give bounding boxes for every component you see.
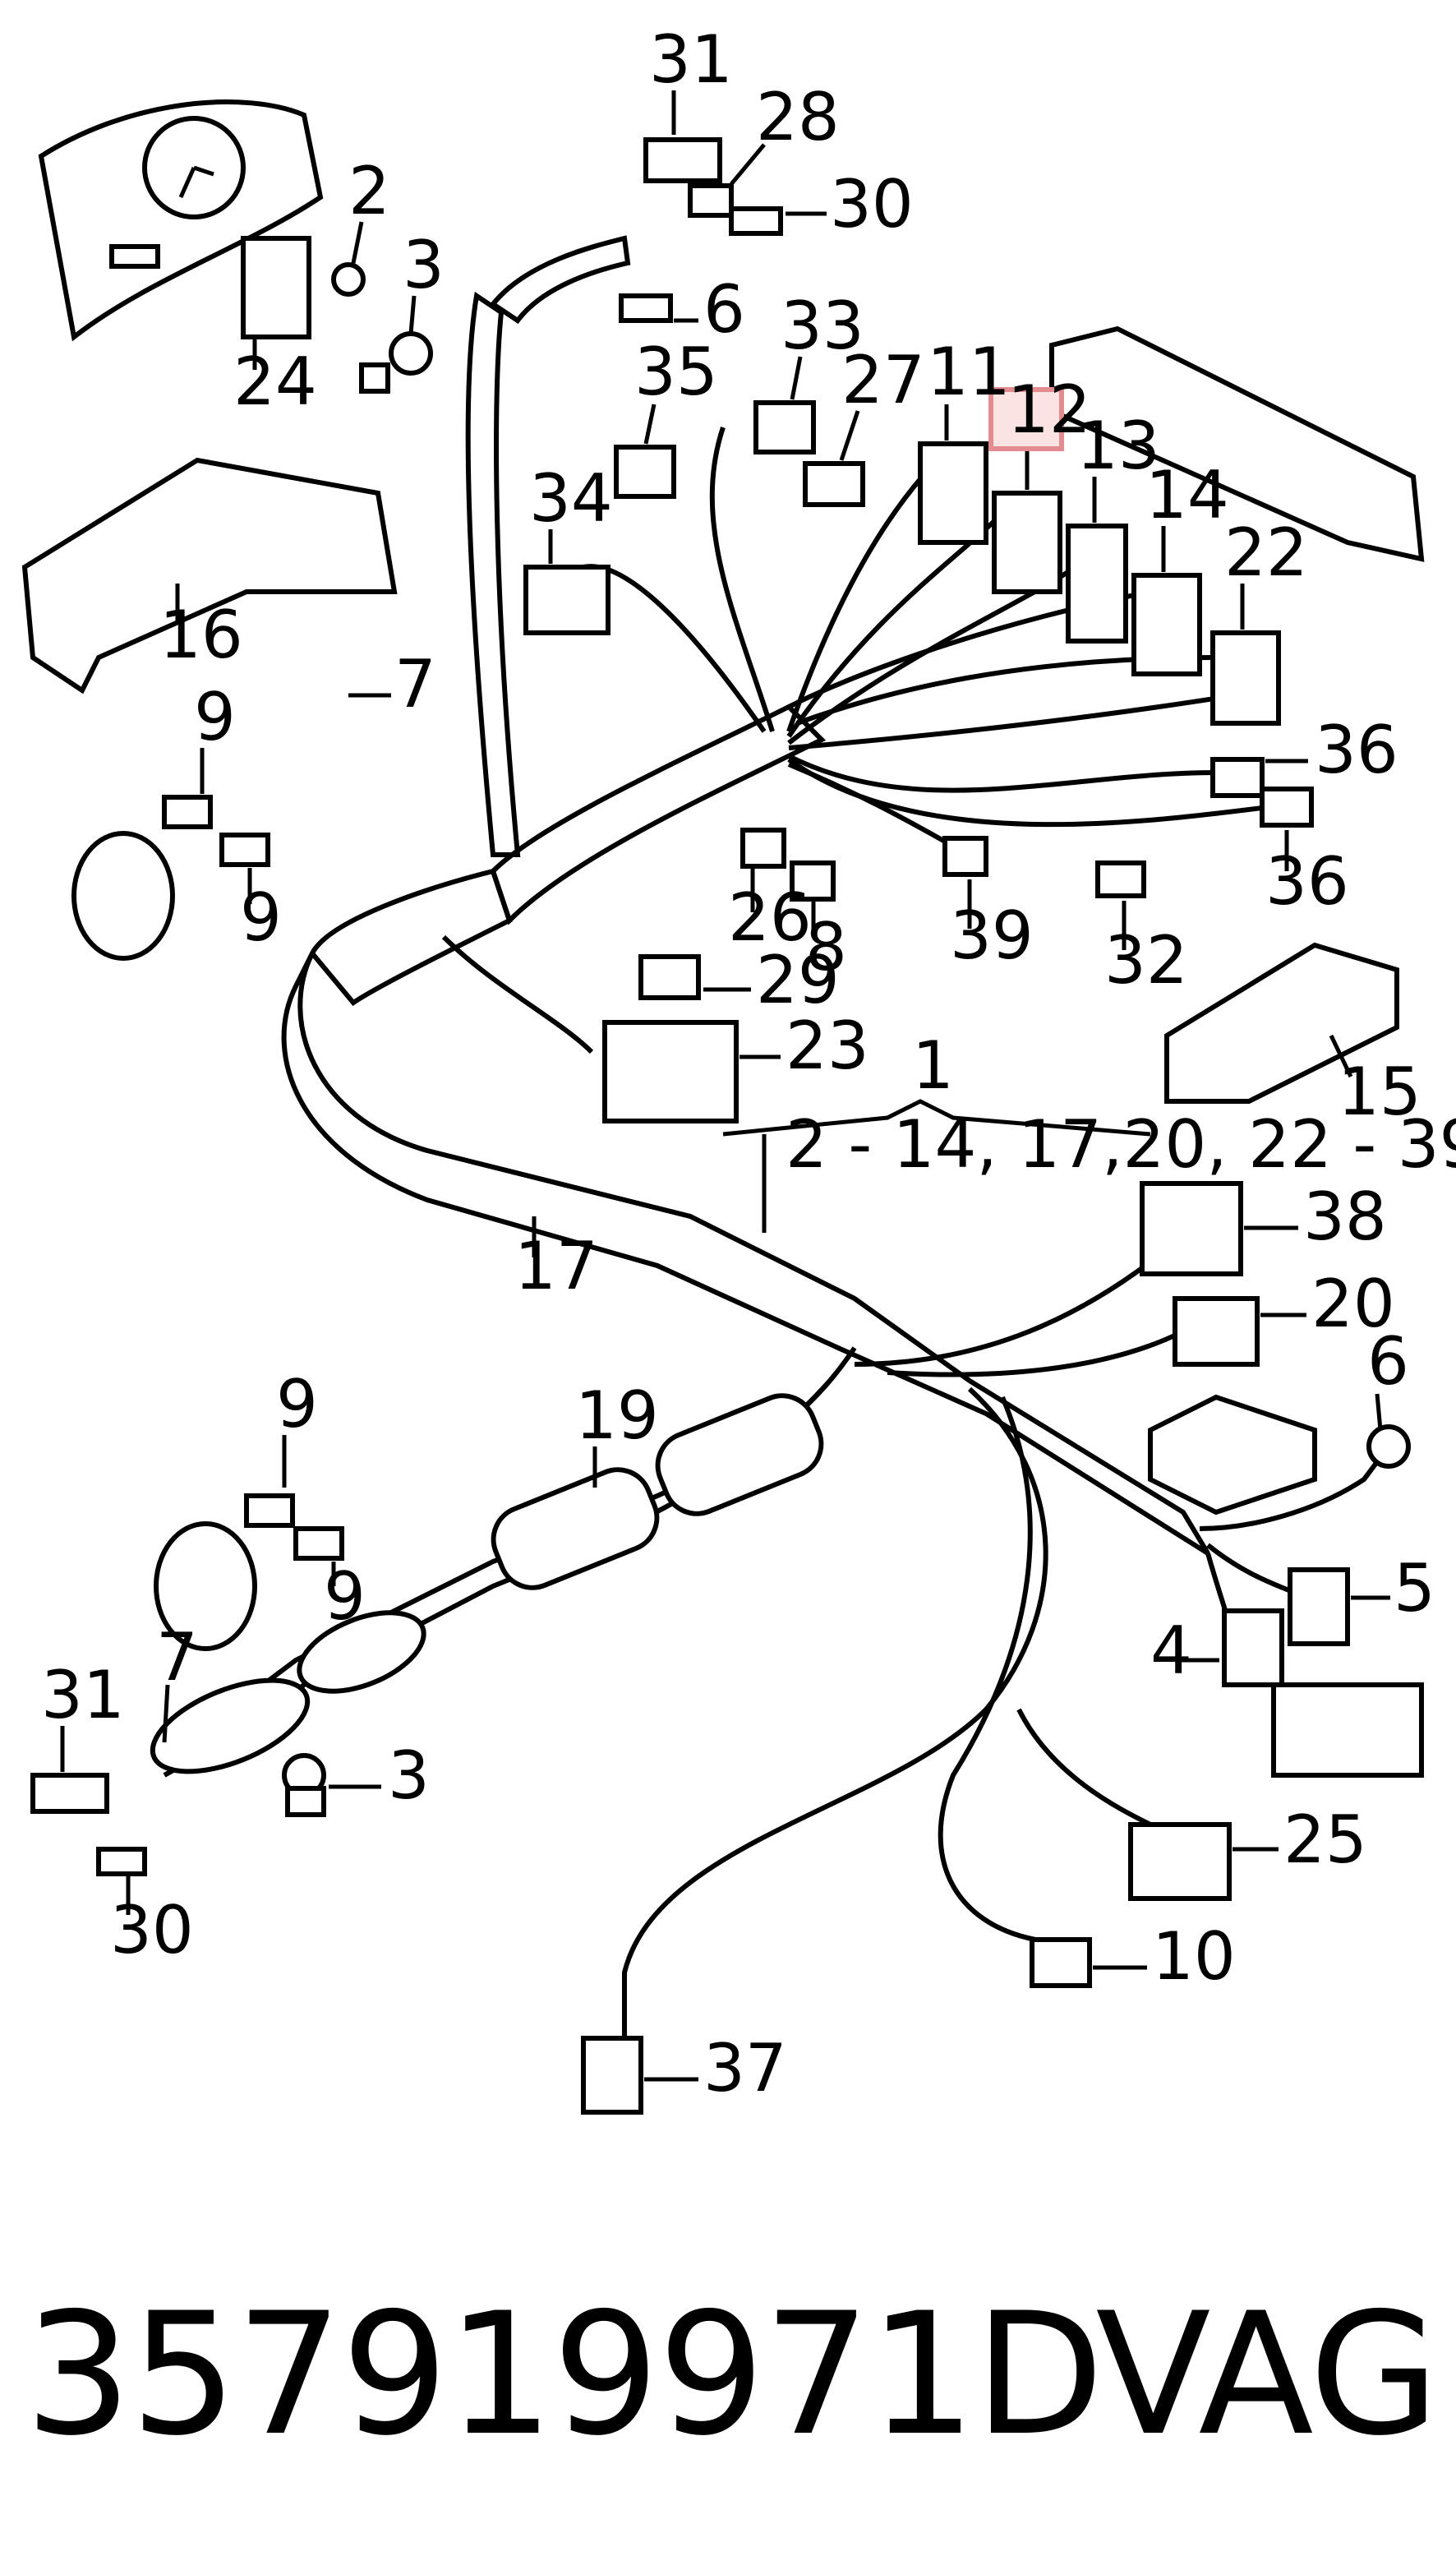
callout-35: 35 — [634, 334, 718, 410]
callout-38: 38 — [1303, 1179, 1387, 1255]
callout-22: 22 — [1224, 514, 1308, 591]
callout-6: 6 — [1367, 1323, 1409, 1400]
callout-32: 32 — [1104, 922, 1188, 999]
callout-26: 26 — [728, 879, 812, 956]
leader-lines — [60, 90, 1390, 2082]
callout-9: 9 — [324, 1558, 366, 1635]
callout-28: 28 — [756, 79, 840, 155]
callout-5: 5 — [1394, 1550, 1435, 1626]
callout-27: 27 — [841, 342, 925, 418]
callout-37: 37 — [703, 2030, 787, 2106]
callout-2: 2 — [348, 153, 390, 229]
callout-labels: 31 28 30 6 2 3 24 33 35 27 11 12 13 14 2… — [41, 21, 1456, 2106]
callout-31: 31 — [41, 1657, 125, 1733]
callout-13: 13 — [1076, 408, 1160, 484]
callout-33: 33 — [781, 288, 864, 364]
callout-6: 6 — [703, 271, 745, 348]
callout-24: 24 — [233, 344, 317, 420]
callout-4: 4 — [1150, 1612, 1192, 1689]
callout-9: 9 — [240, 879, 282, 956]
callout-15: 15 — [1338, 1054, 1421, 1130]
wiring-harness-diagram: 31 28 30 6 2 3 24 33 35 27 11 12 13 14 2… — [21, 21, 1456, 2115]
callout-20: 20 — [1311, 1266, 1395, 1342]
callout-7: 7 — [156, 1619, 198, 1696]
callout-25: 25 — [1283, 1802, 1367, 1878]
callout-36: 36 — [1315, 712, 1398, 788]
callout-12: 12 — [1007, 371, 1091, 448]
callout-3: 3 — [388, 1737, 430, 1814]
callout-36: 36 — [1265, 843, 1349, 920]
footer: 357919971D VAG — [25, 2277, 1440, 2474]
callout-39: 39 — [950, 897, 1034, 974]
components — [21, 137, 1425, 2115]
callout-7: 7 — [394, 646, 436, 722]
callout-30: 30 — [830, 166, 914, 242]
callout-9: 9 — [276, 1366, 318, 1442]
corrugated-sleeve — [491, 1393, 824, 1590]
brand-name: VAG — [1095, 2277, 1440, 2473]
callout-10: 10 — [1152, 1918, 1236, 1995]
callout-9: 9 — [194, 679, 236, 755]
callout-30: 30 — [110, 1892, 194, 1968]
callout-range: 2 - 14, 17,20, 22 - 39 — [786, 1106, 1456, 1183]
highlight-box — [988, 387, 1064, 451]
part-number: 357919971D — [25, 2277, 1104, 2473]
instrument-cluster — [38, 99, 324, 342]
callout-29: 29 — [756, 942, 840, 1018]
callout-17: 17 — [514, 1228, 598, 1304]
callout-34: 34 — [529, 460, 613, 537]
callout-8: 8 — [805, 909, 847, 985]
callout-19: 19 — [575, 1377, 659, 1454]
callout-16: 16 — [159, 597, 243, 673]
callout-31: 31 — [649, 21, 733, 98]
callout-14: 14 — [1145, 457, 1229, 533]
callout-3: 3 — [403, 227, 445, 303]
callout-23: 23 — [786, 1008, 869, 1084]
callout-11: 11 — [927, 334, 1011, 410]
callout-1: 1 — [912, 1027, 954, 1104]
